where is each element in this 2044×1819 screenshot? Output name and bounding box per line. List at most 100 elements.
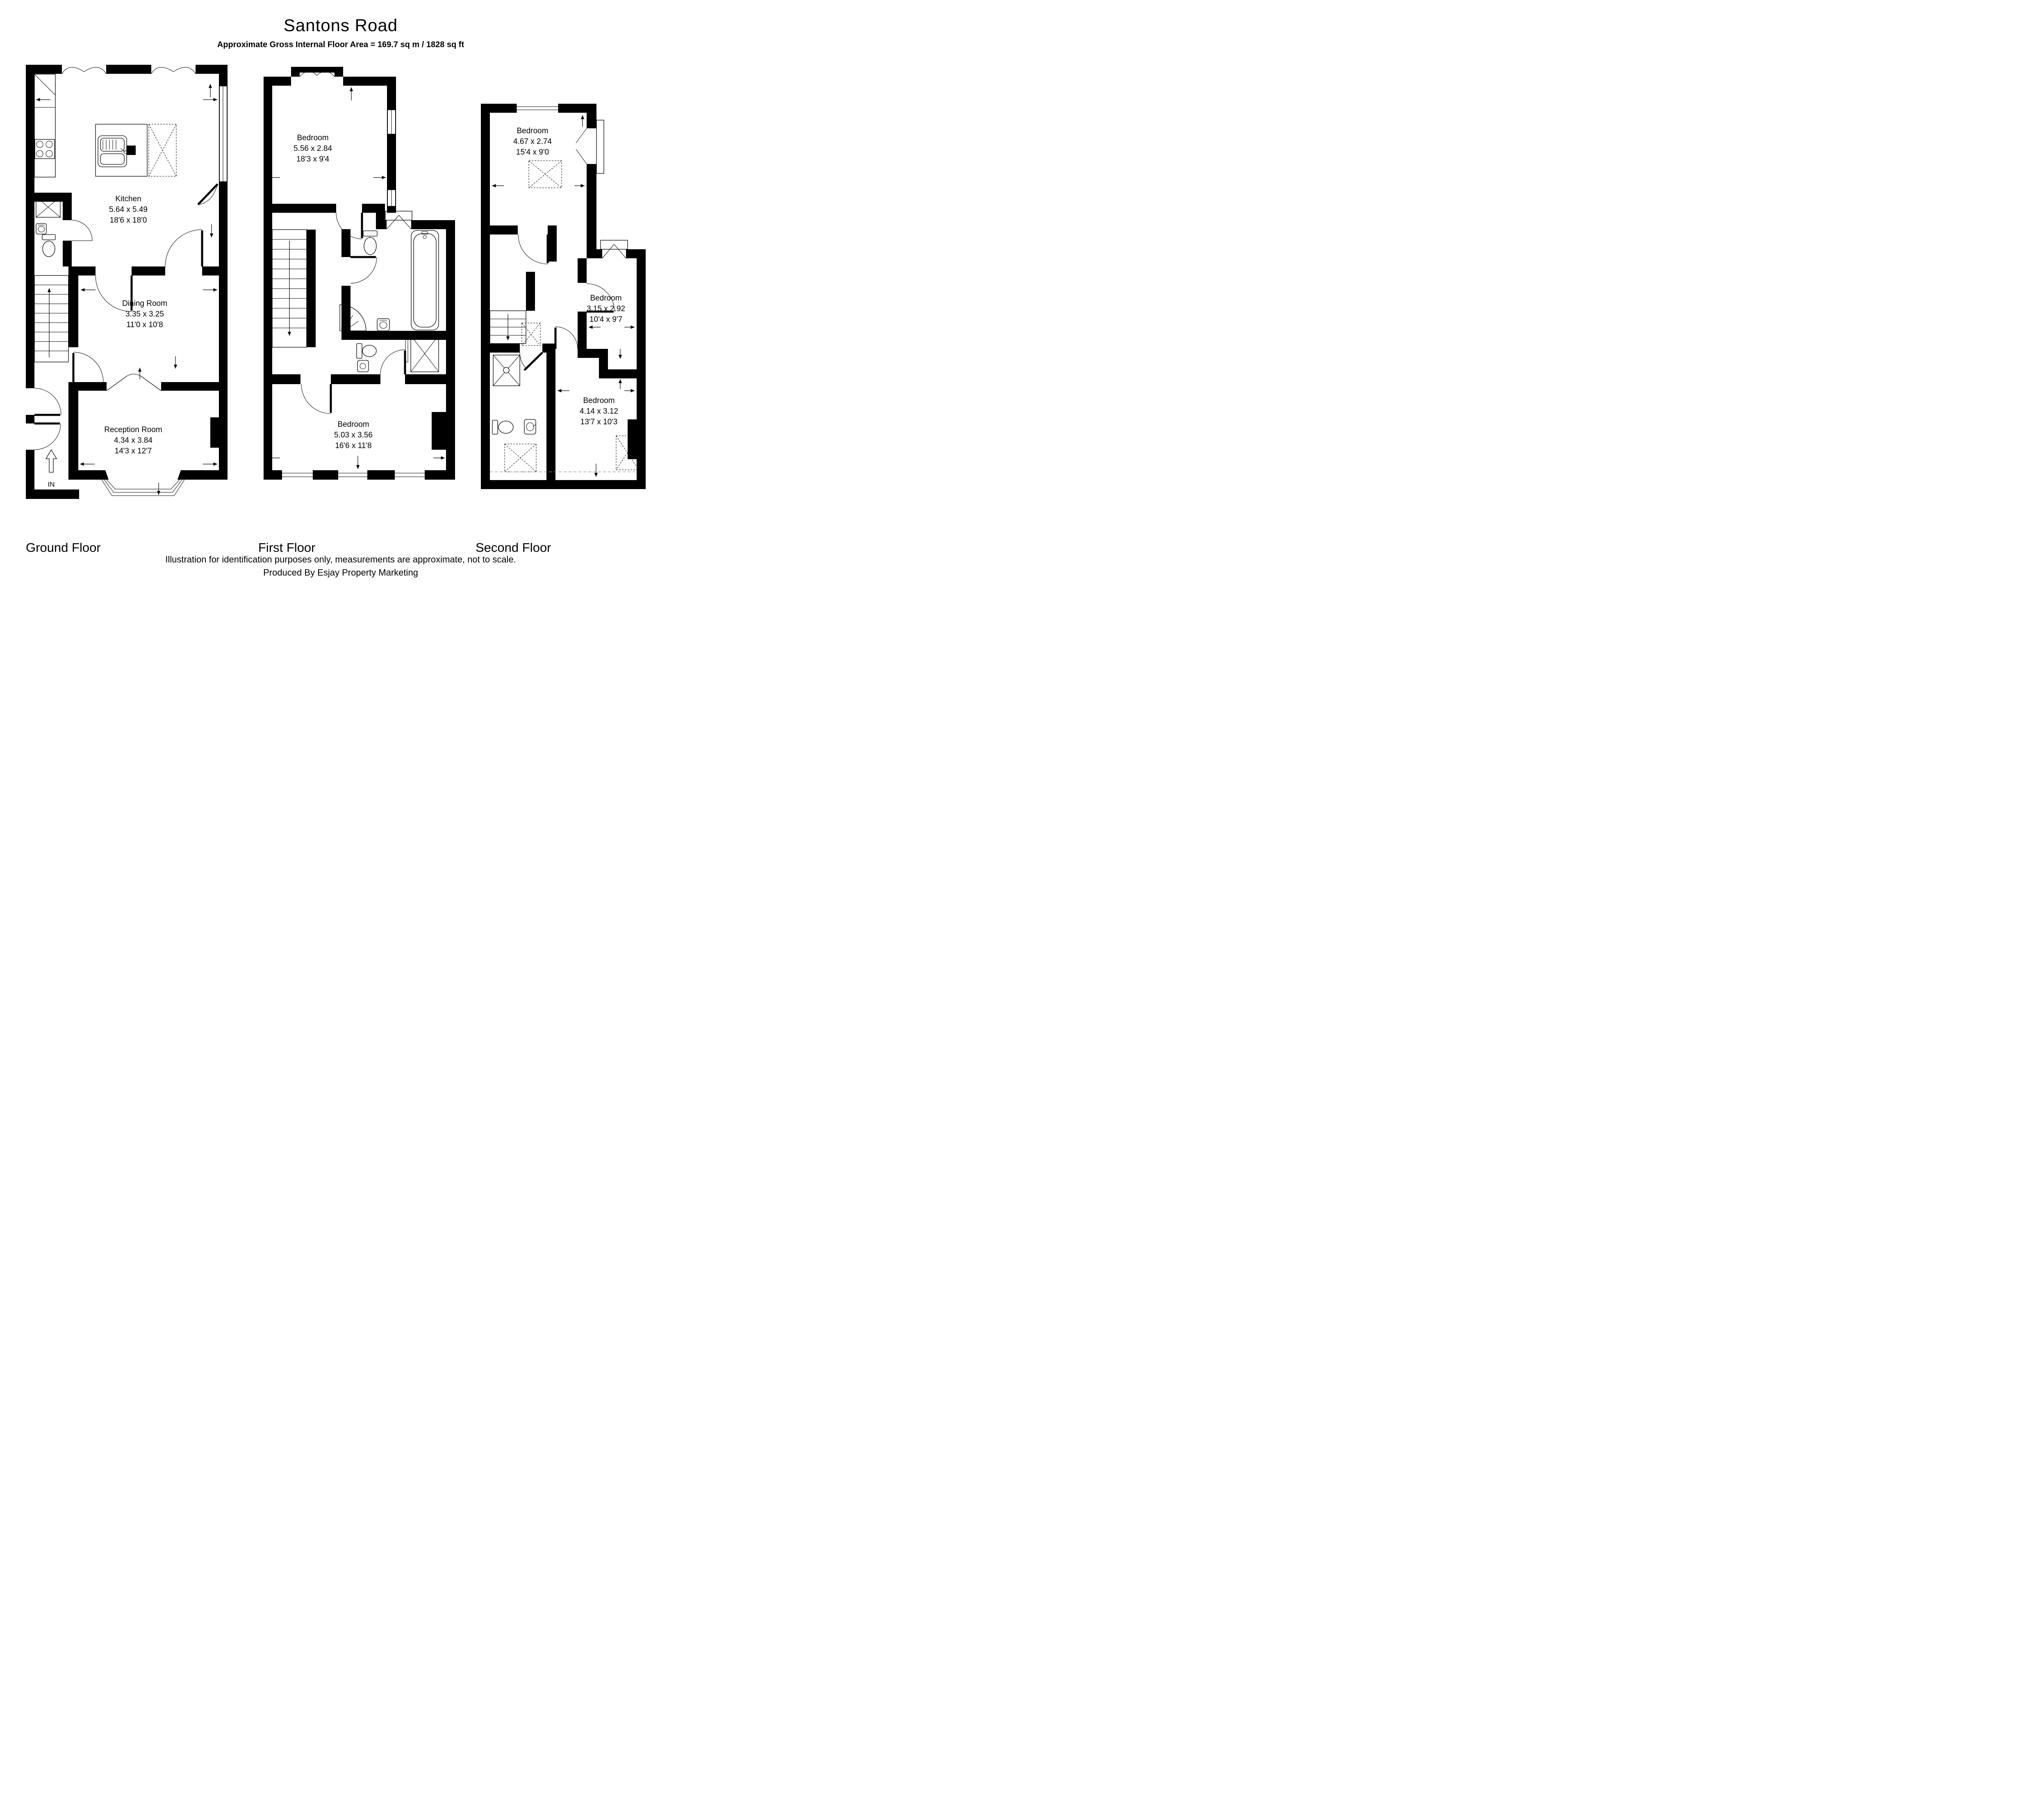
porch-door-arc	[34, 388, 61, 416]
room-size-metric: 5.03 x 3.56	[334, 431, 373, 439]
basin-icon	[524, 419, 536, 435]
shower-icon	[405, 335, 439, 372]
room-size-imperial: 15'4 x 9'0	[516, 148, 549, 157]
room-size-imperial: 18'3 x 9'4	[296, 155, 330, 164]
front-door-arc	[34, 422, 61, 450]
chimney-breast	[432, 412, 455, 450]
toilet-icon	[492, 420, 514, 435]
room-size-imperial: 10'4 x 9'7	[590, 315, 622, 324]
first-floor-label: First Floor	[258, 540, 316, 555]
bedroom2-bay-window	[600, 240, 628, 259]
ground-floor-label: Ground Floor	[26, 540, 101, 555]
room-bedroom-rear: Bedroom 5.03 x 3.56 16'6 x 11'8	[334, 420, 373, 450]
toilet-icon	[356, 343, 377, 359]
first-walls	[264, 77, 455, 480]
kitchen-bay-windows	[61, 67, 196, 74]
room-size-metric: 3.15 x 2.92	[587, 305, 625, 313]
room-size-imperial: 16'6 x 11'8	[335, 442, 371, 450]
kitchen-table-dashed	[148, 124, 177, 177]
bedroom1-door-arc	[518, 234, 549, 264]
room-size-imperial: 13'7 x 10'3	[580, 418, 618, 426]
interior-walls	[68, 266, 228, 480]
floor-plan-first: Bedroom 5.56 x 2.84 18'3 x 9'4 Bedroom 5…	[264, 67, 455, 480]
entrance-arrow	[45, 449, 57, 473]
room-name: Kitchen	[115, 195, 141, 203]
kitchen-island	[95, 124, 148, 177]
kitchen-side-window	[220, 86, 227, 182]
bathroom-door-arc	[350, 256, 377, 284]
entrance-label: IN	[48, 480, 55, 488]
page-title: Santons Road	[283, 16, 398, 35]
bay-window	[291, 67, 343, 77]
producer-text: Produced By Esjay Property Marketing	[263, 567, 418, 578]
room-name: Bedroom	[337, 420, 369, 429]
room-size-metric: 5.56 x 2.84	[294, 144, 332, 153]
dimension-arrows	[492, 115, 635, 477]
stairs	[272, 229, 307, 348]
room-bedroom-front: Bedroom 5.56 x 2.84 18'3 x 9'4	[294, 134, 332, 164]
chimney-breast	[628, 419, 646, 459]
kitchen-door-arc	[197, 183, 219, 205]
room-name: Bedroom	[583, 396, 615, 405]
room-size-metric: 3.35 x 3.25	[125, 310, 164, 319]
floorplan-page: Santons Road Approximate Gross Internal …	[0, 0, 681, 606]
floor-plan-ground: IN Kitchen 5.64 x 5.49 18'6 x 18'0 Dinin…	[26, 65, 228, 499]
room-size-metric: 4.34 x 3.84	[114, 436, 153, 445]
floor-plan-second: Bedroom 4.67 x 2.74 15'4 x 9'0 Bedroom 3…	[481, 104, 646, 489]
dimension-arrows	[36, 84, 217, 495]
room-name: Bedroom	[517, 127, 548, 135]
hob-icon	[34, 139, 55, 159]
room-kitchen: Kitchen 5.64 x 5.49 18'6 x 18'0	[109, 195, 148, 225]
toilet-icon	[363, 230, 378, 255]
basin-icon	[357, 360, 369, 372]
toilet-icon	[42, 234, 56, 257]
room-size-imperial: 18'6 x 18'0	[110, 216, 147, 225]
stairs	[34, 275, 69, 362]
room-dining: Dining Room 3.35 x 3.25 11'0 x 10'8	[122, 299, 167, 329]
disclaimer-text: Illustration for identification purposes…	[165, 554, 516, 565]
bedroom-door-arc	[336, 212, 363, 239]
shower-icon	[493, 355, 520, 386]
shower-room-door-arc	[519, 352, 543, 371]
room-name: Dining Room	[122, 299, 167, 308]
room-bedroom-middle: Bedroom 3.15 x 2.92 10'4 x 9'7	[587, 294, 625, 324]
chimney-breast	[210, 417, 228, 448]
second-walls	[481, 104, 646, 489]
room-size-metric: 4.14 x 3.12	[580, 407, 618, 416]
room-size-imperial: 11'0 x 10'8	[126, 321, 163, 329]
dimension-arrows	[266, 87, 445, 469]
shower-room-door-arc	[71, 220, 93, 241]
kitchen-dining-door-arc	[165, 229, 203, 267]
bedroom3-door-arc	[554, 326, 578, 349]
bay-window	[91, 470, 195, 496]
bedroom2-door-arc	[586, 283, 615, 313]
corner-shower-icon	[339, 304, 366, 331]
shower-icon	[36, 196, 61, 218]
room-size-metric: 5.64 x 5.49	[109, 205, 148, 214]
bedroom2-door-arc	[301, 384, 332, 414]
room-name: Bedroom	[297, 134, 328, 142]
landing-skylight-dashed	[521, 323, 541, 346]
floor-area-subtitle: Approximate Gross Internal Floor Area = …	[217, 40, 464, 49]
room-name: Reception Room	[104, 426, 162, 434]
shower-room-door-arc	[380, 349, 406, 375]
top-window	[516, 104, 559, 113]
bottom-windows	[282, 473, 425, 477]
kitchen-counter	[34, 74, 56, 178]
dining-door-arc	[95, 275, 133, 312]
room-name: Bedroom	[590, 294, 621, 303]
basin-icon	[36, 223, 47, 234]
dormer-window	[576, 120, 604, 174]
second-floor-label: Second Floor	[476, 540, 551, 555]
room-bedroom-bottom: Bedroom 4.14 x 3.12 13'7 x 10'3	[580, 396, 618, 426]
bath-icon	[411, 230, 439, 330]
bathroom-bay-window	[385, 211, 412, 230]
room-size-imperial: 14'3 x 12'7	[115, 447, 152, 455]
room-size-metric: 4.67 x 2.74	[513, 137, 552, 146]
bedroom-side-windows	[388, 109, 395, 207]
reception-door-arc	[72, 352, 104, 382]
stairs	[489, 310, 526, 344]
room-bedroom-top: Bedroom 4.67 x 2.74 15'4 x 9'0	[513, 127, 552, 157]
basin-icon	[377, 318, 390, 331]
room-reception: Reception Room 4.34 x 3.84 14'3 x 12'7	[104, 426, 162, 455]
